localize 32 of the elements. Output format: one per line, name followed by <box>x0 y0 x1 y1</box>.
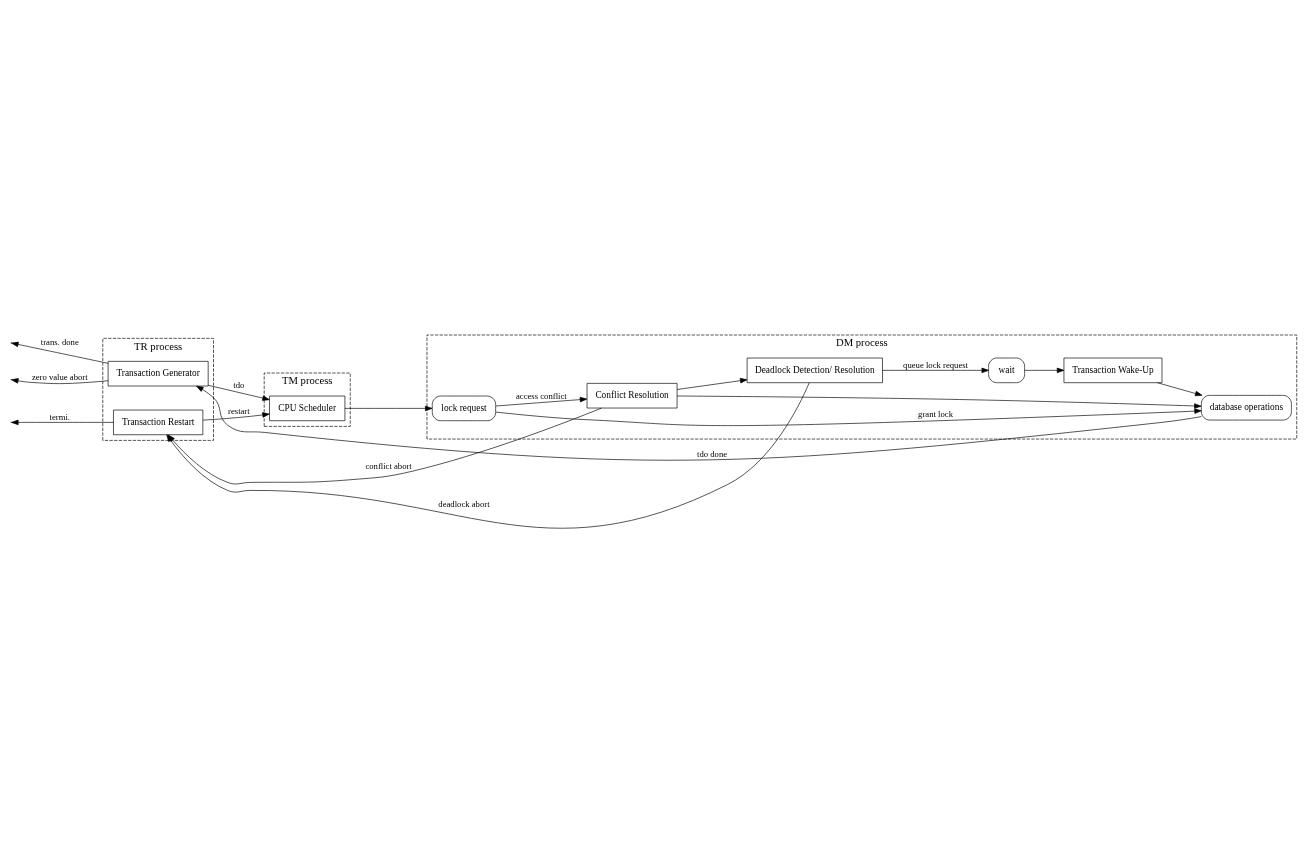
arrow <box>676 378 748 390</box>
edge-label: grant lock <box>918 409 953 420</box>
node-box: database operations <box>1201 395 1292 421</box>
node-box: CPU Scheduler <box>269 395 346 422</box>
arrow <box>882 367 989 374</box>
node-box: lock request <box>431 395 496 422</box>
edge-label: queue lock request <box>903 359 969 370</box>
edge-label: termi. <box>49 411 70 422</box>
arrow <box>11 341 109 364</box>
node-box: Transaction Restart <box>113 409 204 436</box>
edge-label: zero value abort <box>31 371 88 382</box>
arrow <box>495 396 588 407</box>
arrow <box>202 412 270 421</box>
node-box: Transaction Wake-Up <box>1063 357 1163 384</box>
edge-label: tdo <box>233 379 245 390</box>
arrow <box>1157 382 1203 397</box>
edge-label: access conflict <box>515 390 567 401</box>
arrow <box>196 385 1202 461</box>
edge-label: deadlock abort <box>438 499 490 510</box>
edge-label: trans. done <box>40 337 79 348</box>
arrow <box>495 408 1202 426</box>
node-box: Transaction Generator <box>107 361 209 387</box>
arrow <box>676 395 1202 409</box>
node-box: Conflict Resolution <box>586 383 678 409</box>
arrow <box>344 405 433 412</box>
arrow <box>207 384 270 401</box>
arrow <box>1024 367 1065 374</box>
node-box: Deadlock Detection/ Resolution <box>746 357 883 384</box>
edge-label: restart <box>228 405 250 416</box>
edge-label: conflict abort <box>365 460 412 471</box>
node-box: wait <box>988 357 1025 384</box>
edge-label: tdo done <box>697 449 728 460</box>
